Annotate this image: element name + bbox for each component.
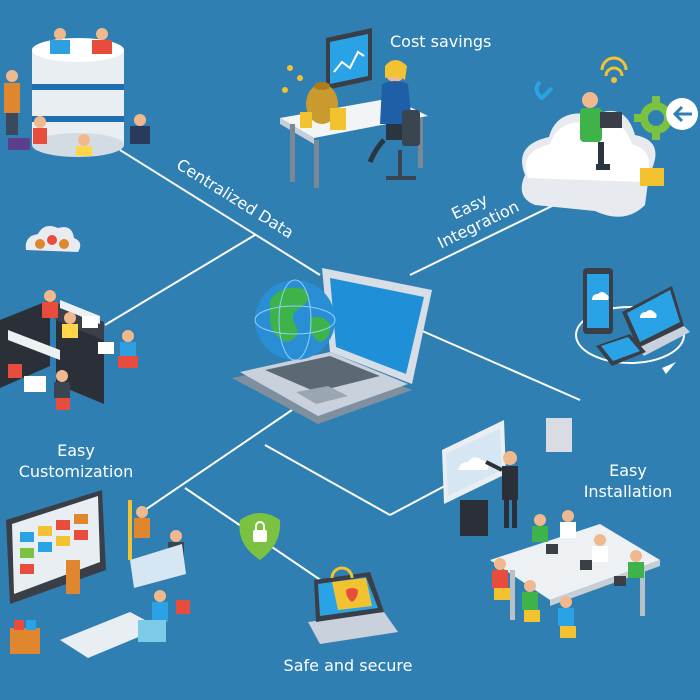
label-cost-savings: Cost savings xyxy=(390,32,492,51)
shield-lock-icon xyxy=(239,513,281,560)
office-desk-money-icon xyxy=(280,28,428,188)
database-people-icon xyxy=(4,28,150,157)
label-easy-customization-line2: Customization xyxy=(18,462,134,481)
connector-installation-a xyxy=(264,444,391,516)
connector-devices xyxy=(419,329,581,401)
label-easy-installation-line1: Easy xyxy=(609,461,647,480)
label-easy-customization-line1: Easy xyxy=(57,441,95,460)
team-workstations-icon xyxy=(0,290,138,410)
connector-lower-left xyxy=(144,409,293,511)
label-safe-and-secure: Safe and secure xyxy=(283,656,413,675)
devices-sync-icon xyxy=(575,268,690,374)
secure-laptop-shield-icon xyxy=(308,566,398,644)
cloud-gears-icon xyxy=(25,226,81,252)
label-easy-installation-line2: Installation xyxy=(583,482,673,501)
dashboard-builders-icon xyxy=(6,490,190,658)
connector-customization xyxy=(104,234,256,326)
presentation-team-icon xyxy=(442,418,660,638)
connector-centralized-data xyxy=(119,149,321,276)
label-easy-customization: Easy Customization xyxy=(6,440,146,482)
cloud-integration-icon xyxy=(521,56,698,217)
laptop-with-globe-icon xyxy=(232,268,432,424)
label-easy-installation: Easy Installation xyxy=(568,460,688,502)
